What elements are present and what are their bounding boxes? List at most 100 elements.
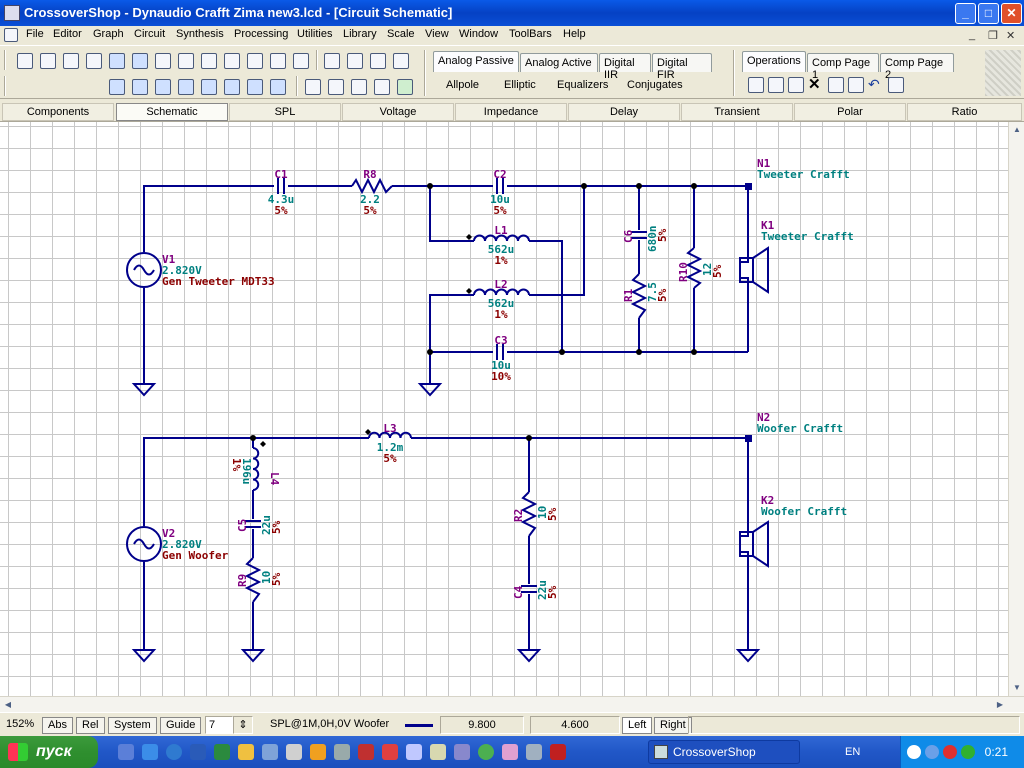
print-preview-icon[interactable] bbox=[224, 53, 240, 69]
tray-arrow-icon[interactable] bbox=[907, 745, 921, 759]
image-icon[interactable] bbox=[178, 53, 194, 69]
tab-delay[interactable]: Delay bbox=[568, 103, 680, 121]
menu-scale[interactable]: Scale bbox=[387, 28, 415, 40]
tray-k-icon[interactable] bbox=[961, 745, 975, 759]
graph-window-icon[interactable] bbox=[324, 53, 340, 69]
synthesis-equalizers[interactable]: Equalizers bbox=[557, 79, 609, 91]
folder-icon[interactable] bbox=[238, 744, 254, 760]
zoom-3-icon[interactable] bbox=[201, 79, 217, 95]
open-folder-icon[interactable] bbox=[63, 53, 79, 69]
menu-circuit[interactable]: Circuit bbox=[134, 28, 166, 40]
tray-network-icon[interactable] bbox=[925, 745, 939, 759]
menu-editor[interactable]: Editor bbox=[53, 28, 82, 40]
new-icon[interactable] bbox=[17, 53, 33, 69]
close-button[interactable]: ✕ bbox=[1001, 3, 1022, 24]
explorer-icon[interactable] bbox=[142, 744, 158, 760]
mdi-restore-button[interactable]: ❐ bbox=[988, 30, 998, 42]
save-as-icon[interactable] bbox=[132, 53, 148, 69]
ares-icon[interactable] bbox=[382, 744, 398, 760]
graph-settings-icon[interactable] bbox=[347, 53, 363, 69]
desktop-icon[interactable] bbox=[118, 744, 134, 760]
horizontal-scrollbar[interactable]: ◀ ▶ bbox=[0, 696, 1024, 712]
menu-synthesis[interactable]: Synthesis bbox=[176, 28, 224, 40]
tab-schematic[interactable]: Schematic bbox=[116, 103, 228, 121]
zoom-2-icon[interactable] bbox=[178, 79, 194, 95]
grid-fine-icon[interactable] bbox=[270, 79, 286, 95]
synthesis-conjugates[interactable]: Conjugates bbox=[627, 79, 683, 91]
menu-help[interactable]: Help bbox=[563, 28, 586, 40]
calculator-icon[interactable] bbox=[397, 79, 413, 95]
camera-icon[interactable] bbox=[526, 744, 542, 760]
tab-spl[interactable]: SPL bbox=[229, 103, 341, 121]
media-icon[interactable] bbox=[502, 744, 518, 760]
copy-graph-icon[interactable] bbox=[201, 53, 217, 69]
open-icon[interactable] bbox=[40, 53, 56, 69]
menu-utilities[interactable]: Utilities bbox=[297, 28, 333, 40]
component-list-icon[interactable] bbox=[848, 77, 864, 93]
language-indicator[interactable]: EN bbox=[845, 746, 861, 758]
document-icon[interactable] bbox=[4, 28, 18, 42]
grid-icon[interactable] bbox=[247, 79, 263, 95]
scroll-left-arrow-icon[interactable]: ◀ bbox=[4, 700, 12, 709]
ie-icon[interactable] bbox=[166, 744, 182, 760]
app-icon[interactable] bbox=[4, 5, 20, 21]
zoom-in-icon[interactable] bbox=[109, 79, 125, 95]
zoom-1-icon[interactable] bbox=[155, 79, 171, 95]
menu-processing[interactable]: Processing bbox=[234, 28, 289, 40]
tab-components[interactable]: Components bbox=[2, 103, 114, 121]
left-button[interactable]: Left bbox=[622, 717, 653, 734]
tab-comp-page-1[interactable]: Comp Page 1 bbox=[807, 53, 879, 81]
properties-icon[interactable] bbox=[828, 77, 844, 93]
redo-icon[interactable] bbox=[888, 77, 904, 93]
tab-transient[interactable]: Transient bbox=[681, 103, 793, 121]
excel-icon[interactable] bbox=[214, 744, 230, 760]
network-icon[interactable] bbox=[262, 744, 278, 760]
clipboard-icon[interactable] bbox=[247, 53, 263, 69]
guide-button[interactable]: Guide bbox=[160, 717, 202, 734]
start-button[interactable]: пуск bbox=[0, 736, 98, 768]
scroll-up-arrow-icon[interactable]: ▲ bbox=[1013, 125, 1021, 134]
tab-comp-page-2[interactable]: Comp Page 2 bbox=[880, 53, 954, 81]
guide-spinner-icon[interactable]: ⇕ bbox=[233, 716, 253, 734]
vertical-scrollbar[interactable]: ▲ ▼ bbox=[1008, 122, 1024, 696]
maximize-button[interactable]: □ bbox=[978, 3, 999, 24]
tab-polar[interactable]: Polar bbox=[794, 103, 906, 121]
palette-icon[interactable] bbox=[393, 53, 409, 69]
tab-analog-passive[interactable]: Analog Passive bbox=[433, 51, 519, 72]
guide-value-input[interactable]: 7 bbox=[205, 716, 233, 734]
scroll-down-arrow-icon[interactable]: ▼ bbox=[1013, 683, 1021, 692]
save-icon[interactable] bbox=[109, 53, 125, 69]
tray-security-icon[interactable] bbox=[943, 745, 957, 759]
taskbar-crossovershop-button[interactable]: CrossoverShop bbox=[648, 740, 800, 764]
tab-digital-iir[interactable]: Digital IIR bbox=[599, 53, 651, 81]
abs-button[interactable]: Abs bbox=[42, 717, 73, 734]
menu-view[interactable]: View bbox=[425, 28, 449, 40]
undo-icon[interactable]: ↶ bbox=[868, 76, 880, 92]
tab-analog-active[interactable]: Analog Active bbox=[520, 53, 598, 72]
system-button[interactable]: System bbox=[108, 717, 157, 734]
scanner-icon[interactable] bbox=[334, 744, 350, 760]
tool2-icon[interactable] bbox=[454, 744, 470, 760]
paste-icon[interactable] bbox=[788, 77, 804, 93]
schematic-canvas[interactable]: C1 4.3u 5% R8 2.2 5% C2 10u 5% L1 562u 1… bbox=[0, 122, 1008, 696]
tool-icon[interactable] bbox=[286, 744, 302, 760]
delay-graph-icon[interactable] bbox=[374, 79, 390, 95]
delete-icon[interactable]: ✕ bbox=[808, 76, 821, 93]
print-icon[interactable] bbox=[270, 53, 286, 69]
isis-icon[interactable] bbox=[406, 744, 422, 760]
impedance-graph-icon[interactable] bbox=[328, 79, 344, 95]
mdi-close-button[interactable]: ✕ bbox=[1006, 30, 1016, 42]
tab-impedance[interactable]: Impedance bbox=[455, 103, 567, 121]
utility-icon[interactable] bbox=[430, 744, 446, 760]
mdi-minimize-button[interactable]: _ bbox=[969, 29, 976, 41]
list-icon[interactable] bbox=[293, 53, 309, 69]
tab-voltage[interactable]: Voltage bbox=[342, 103, 454, 121]
cut-icon[interactable] bbox=[748, 77, 764, 93]
game-icon[interactable] bbox=[310, 744, 326, 760]
red-app-icon[interactable] bbox=[358, 744, 374, 760]
rel-button[interactable]: Rel bbox=[76, 717, 105, 734]
spl-graph-icon[interactable] bbox=[305, 79, 321, 95]
word-icon[interactable] bbox=[190, 744, 206, 760]
chart-icon[interactable] bbox=[370, 53, 386, 69]
synthesis-elliptic[interactable]: Elliptic bbox=[504, 79, 536, 91]
